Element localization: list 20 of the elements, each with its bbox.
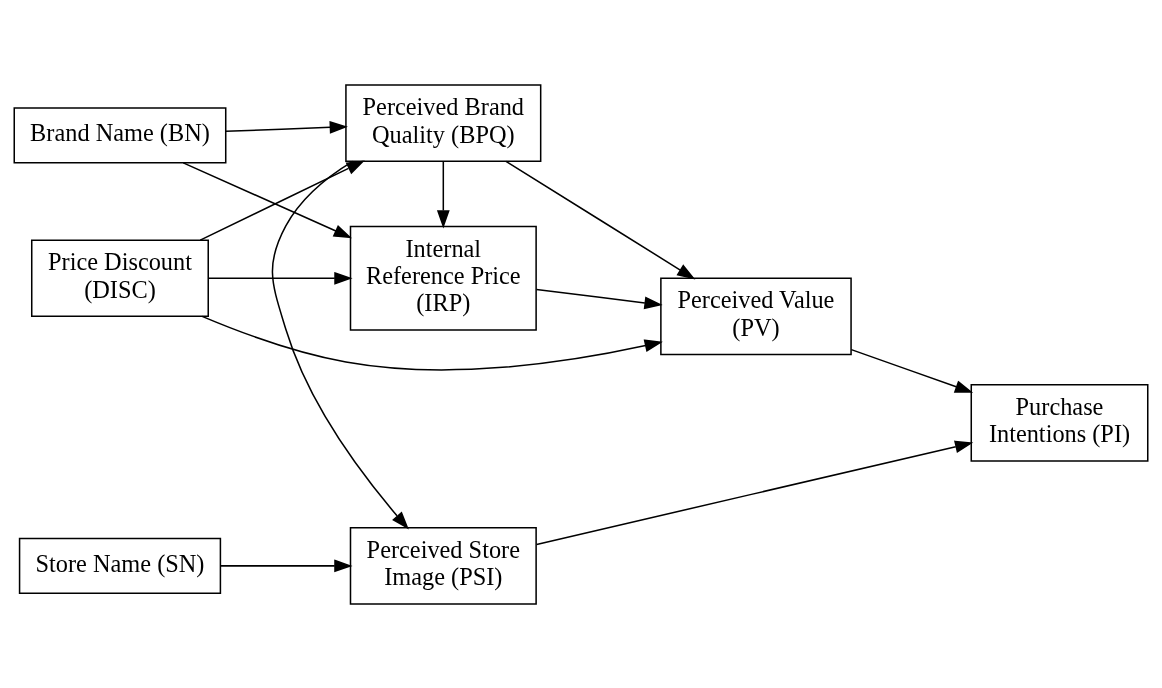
arrow xyxy=(219,558,353,572)
arrow xyxy=(436,160,450,228)
arrow xyxy=(271,160,409,530)
arrow xyxy=(225,120,348,134)
node-box: Internal Reference Price (IRP) xyxy=(349,225,537,331)
node-box: Perceived Brand Quality (BPQ) xyxy=(345,83,542,162)
arrow xyxy=(535,440,974,545)
arrow xyxy=(535,288,663,309)
arrow xyxy=(201,315,663,371)
node-box: Purchase Intentions (PI) xyxy=(970,383,1149,462)
node-box: Perceived Value (PV) xyxy=(660,277,852,355)
node-box: Price Discount (DISC) xyxy=(30,239,209,317)
node-box: Store Name (SN) xyxy=(18,537,222,594)
arrow xyxy=(850,348,974,393)
node-box: Perceived Store Image (PSI) xyxy=(349,526,537,605)
arrow xyxy=(207,271,353,285)
arrow xyxy=(199,159,365,241)
node-box: Brand Name (BN) xyxy=(13,106,227,163)
arrow xyxy=(505,160,696,279)
arrow xyxy=(182,161,352,238)
